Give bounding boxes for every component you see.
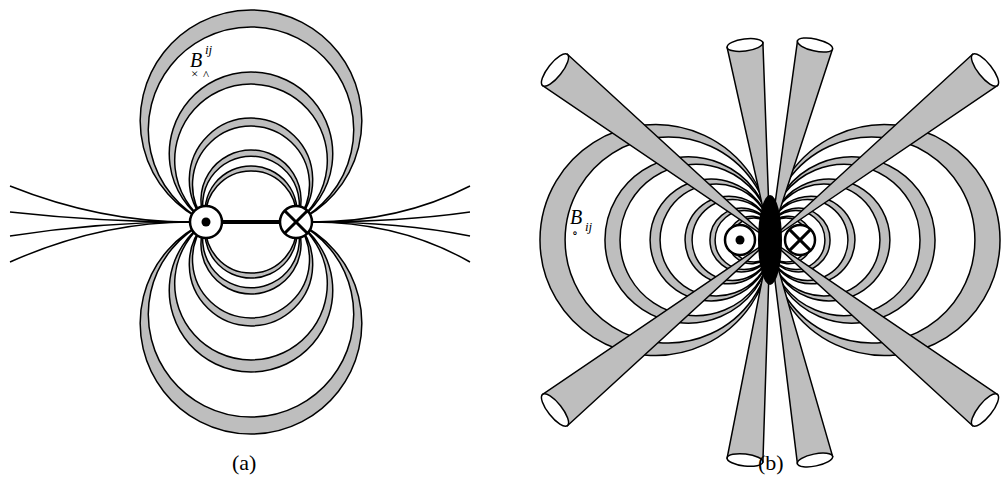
field-subscript: ^ (203, 68, 209, 81)
field-symbol: B (570, 207, 582, 227)
dipole-bar (220, 220, 282, 224)
cross-charge-a (280, 206, 312, 238)
field-subscript: × (191, 67, 198, 80)
flux-tubes-b (537, 35, 1003, 469)
field-subscript: ij (585, 220, 592, 233)
field-subscript: ∘ (572, 227, 578, 239)
field-bands-b (540, 124, 1000, 355)
panel-label: (b) (758, 452, 784, 474)
dot-charge-a (190, 206, 222, 238)
panel-label: (a) (232, 452, 256, 474)
field-superscript: ij (205, 43, 212, 56)
field-lines-a (10, 186, 470, 262)
cross-charge-b (785, 225, 815, 255)
dot-charge-b (725, 225, 755, 255)
central-blob (758, 195, 782, 285)
